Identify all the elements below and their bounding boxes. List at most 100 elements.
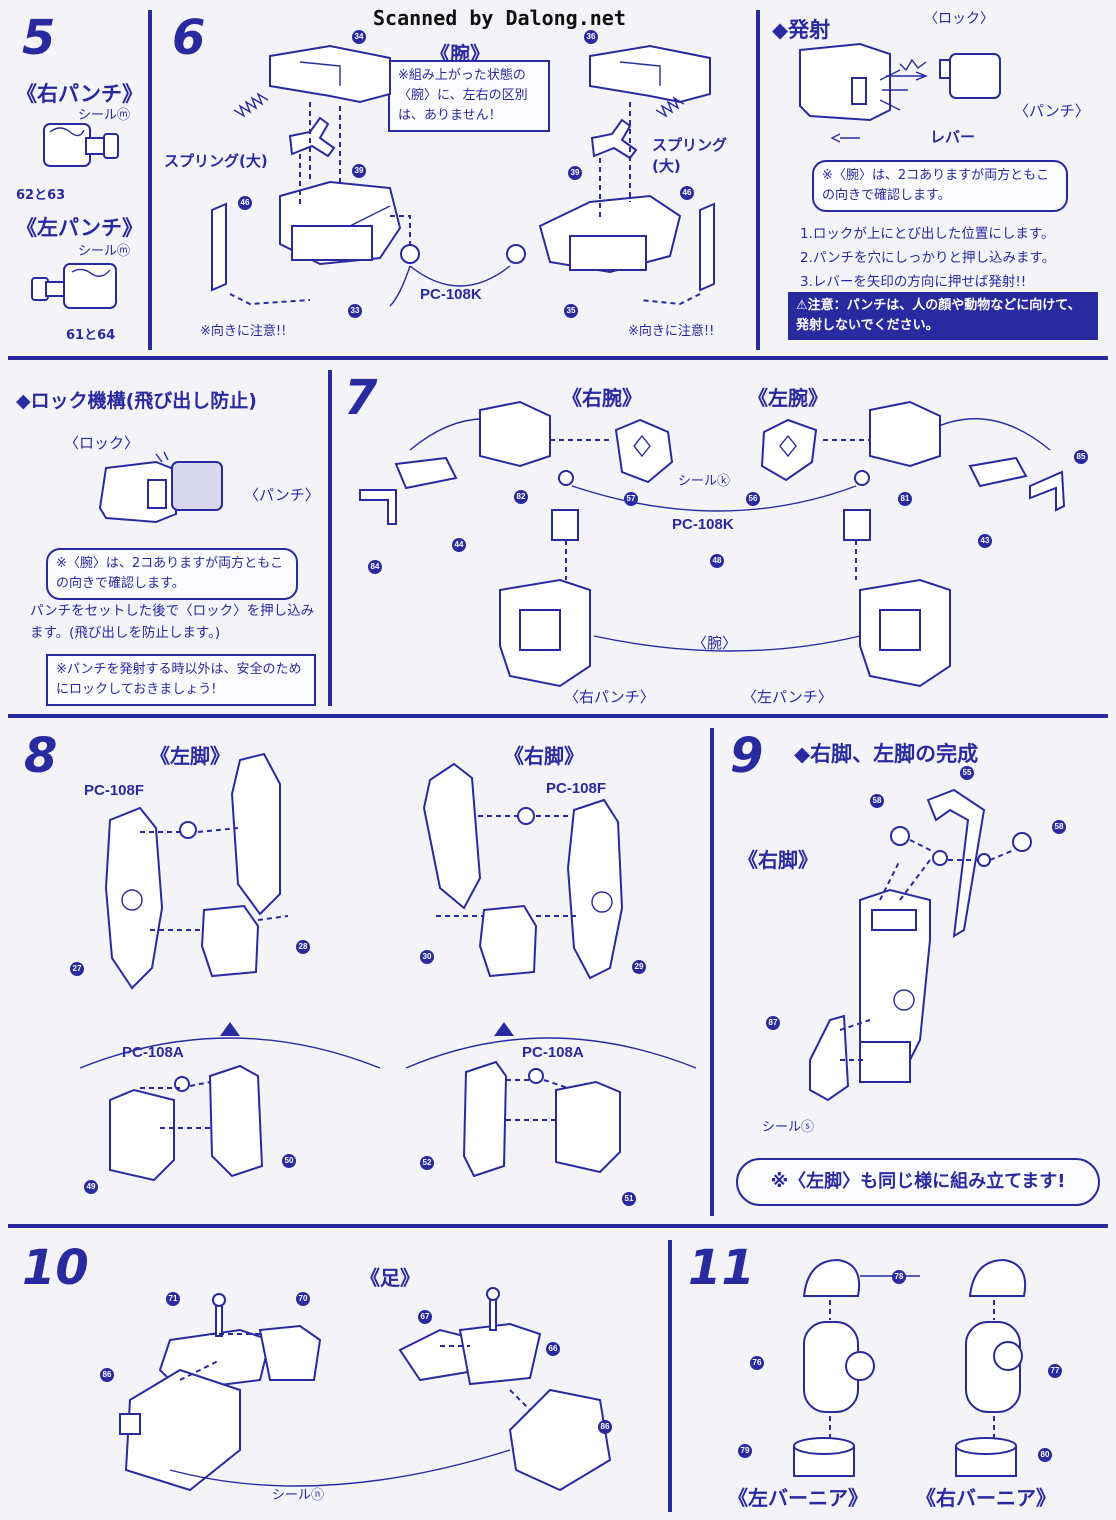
step8-assembly-diagram xyxy=(79,752,697,1182)
part-29: 29 xyxy=(632,960,646,974)
part-66: 66 xyxy=(546,1342,560,1356)
part-85: 85 xyxy=(1074,450,1088,464)
part-52: 52 xyxy=(420,1156,434,1170)
step8-number: 8 xyxy=(24,728,58,784)
part-34: 34 xyxy=(352,30,366,44)
part-80: 80 xyxy=(1038,1448,1052,1462)
part-46-left: 46 xyxy=(238,196,252,210)
part-33: 33 xyxy=(348,304,362,318)
step9-assembly-diagram xyxy=(809,788,1032,1102)
left-vernier-label: 《左バーニア》 xyxy=(728,1486,868,1510)
part-49: 49 xyxy=(84,1180,98,1194)
step7-right-punch-label: 〈右パンチ〉 xyxy=(564,688,655,706)
step6-assembly-diagram xyxy=(211,44,715,307)
part-86-left: 86 xyxy=(100,1368,114,1382)
divider-row3 xyxy=(8,1224,1108,1228)
part-30: 30 xyxy=(420,950,434,964)
step6-note: ※組み上がった状態の〈腕〉に、左右の区別は、ありません！ xyxy=(388,60,550,132)
divider-8-9 xyxy=(710,728,714,1216)
fire-note: ※〈腕〉は、2コありますが両方ともこの向きで確認します。 xyxy=(812,160,1068,212)
part-57: 57 xyxy=(624,492,638,506)
part-82: 82 xyxy=(514,490,528,504)
part-58-right: 58 xyxy=(1052,820,1066,834)
fire-title: ◆発射 xyxy=(772,18,831,42)
part-76: 76 xyxy=(750,1356,764,1370)
pc-108f-left-label: PC-108F xyxy=(84,782,145,799)
fire-step-2: 2.パンチを穴にしっかりと押し込みます。 xyxy=(800,250,1056,266)
part-50: 50 xyxy=(282,1154,296,1168)
step10-assembly-diagram xyxy=(119,1287,612,1492)
part-55: 55 xyxy=(960,766,974,780)
step7-sticker: シールⓚ xyxy=(678,474,731,489)
spring-large-right-label: スプリング(大) xyxy=(652,136,728,175)
step9-note: ※〈左脚〉も同じ様に組み立てます! xyxy=(736,1158,1100,1206)
step9-sticker: シールⓢ xyxy=(762,1120,815,1135)
part-39-left: 39 xyxy=(352,164,366,178)
step5-right-punch-title: 《右パンチ》 xyxy=(16,82,144,106)
lock-mech-illustration xyxy=(98,451,223,524)
divider-row2 xyxy=(8,714,1108,718)
step5-left-punch-title: 《左パンチ》 xyxy=(16,216,144,240)
lock-mech-safety: ※パンチを発射する時以外は、安全のためにロックしておきましょう! xyxy=(46,654,316,706)
lock-mech-title: ◆ロック機構(飛び出し防止) xyxy=(16,390,257,412)
part-36: 36 xyxy=(584,30,598,44)
step11-assembly-diagram xyxy=(793,1258,1026,1477)
caution-left: ※向きに注意!! xyxy=(200,324,287,339)
step10-number: 10 xyxy=(22,1240,89,1296)
lock-mech-punch-label: 〈パンチ〉 xyxy=(244,486,320,504)
part-86-right: 86 xyxy=(598,1420,612,1434)
part-77: 77 xyxy=(1048,1364,1062,1378)
part-81: 81 xyxy=(898,492,912,506)
fire-punch-label: 〈パンチ〉 xyxy=(1014,102,1090,120)
part-84: 84 xyxy=(368,560,382,574)
part-78: 78 xyxy=(892,1270,906,1284)
part-28: 28 xyxy=(296,940,310,954)
part-48: 48 xyxy=(710,554,724,568)
right-punch-illustration xyxy=(43,123,119,167)
part-51: 51 xyxy=(622,1192,636,1206)
step10-sticker: シールⓝ xyxy=(272,1488,325,1503)
part-87: 87 xyxy=(766,1016,780,1030)
step7-assembly-diagram xyxy=(359,400,1066,688)
left-punch-illustration xyxy=(31,263,117,309)
step7-number: 7 xyxy=(344,370,378,426)
step10-foot: 《足》 xyxy=(360,1266,420,1290)
fire-lever-label: レバー xyxy=(930,128,976,146)
step5-left-parts: 61と64 xyxy=(66,328,116,343)
part-39-right: 39 xyxy=(568,166,582,180)
step5-right-parts: 62と63 xyxy=(16,188,66,203)
divider-lock-7 xyxy=(328,370,332,706)
step9-right-leg: 《右脚》 xyxy=(738,848,818,872)
pc-108a-right-label: PC-108A xyxy=(522,1044,584,1061)
step7-arm-label: 〈腕〉 xyxy=(692,634,738,652)
part-58-left: 58 xyxy=(870,794,884,808)
step6-number: 6 xyxy=(172,10,206,66)
divider-row1 xyxy=(8,356,1108,360)
fire-illustration xyxy=(799,42,1001,143)
step5-number: 5 xyxy=(22,10,56,66)
step7-left-punch-label: 〈左パンチ〉 xyxy=(742,688,833,706)
divider-10-11 xyxy=(668,1240,672,1512)
step9-number: 9 xyxy=(730,728,764,784)
part-71: 71 xyxy=(166,1292,180,1306)
part-35: 35 xyxy=(564,304,578,318)
divider-5-6 xyxy=(148,10,152,350)
lock-mech-instruction: パンチをセットした後で〈ロック〉を押し込みます。(飛び出しを防止します。) xyxy=(30,603,315,641)
part-79: 79 xyxy=(738,1444,752,1458)
fire-step-3: 3.レバーを矢印の方向に押せば発射!! xyxy=(800,274,1027,290)
part-27: 27 xyxy=(70,962,84,976)
step5-sticker-left: シールⓜ xyxy=(78,244,131,259)
step7-left-arm: 《左腕》 xyxy=(748,386,828,410)
lock-mech-lock-label: 〈ロック〉 xyxy=(64,434,140,452)
part-67: 67 xyxy=(418,1310,432,1324)
fire-step-1: 1.ロックが上にとび出した位置にします。 xyxy=(800,226,1055,242)
pc-108k-label-step6: PC-108K xyxy=(420,286,482,303)
part-44: 44 xyxy=(452,538,466,552)
part-56: 56 xyxy=(746,492,760,506)
divider-6-fire xyxy=(756,10,760,350)
step11-number: 11 xyxy=(688,1240,755,1296)
fire-lock-label: 〈ロック〉 xyxy=(924,11,994,27)
step7-right-arm: 《右腕》 xyxy=(562,386,642,410)
spring-large-left-label: スプリング(大) xyxy=(164,152,268,170)
step8-left-leg: 《左脚》 xyxy=(150,744,230,768)
